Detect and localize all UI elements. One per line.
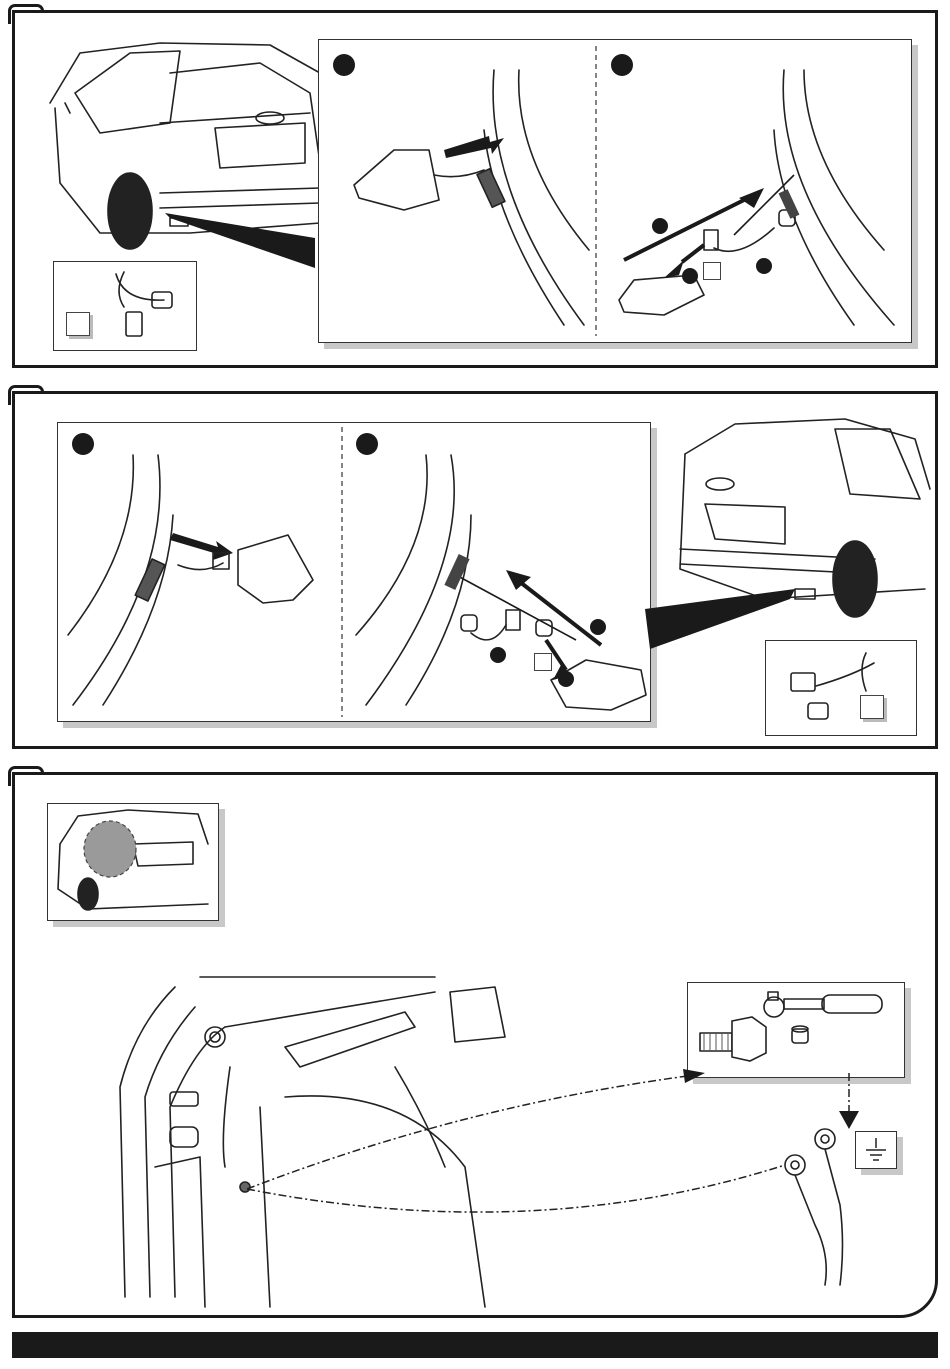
marker-1 bbox=[590, 619, 606, 635]
divider-line bbox=[341, 427, 343, 717]
tail-light-removal-b bbox=[604, 50, 894, 330]
label-box bbox=[860, 695, 884, 719]
tail-light-removal-a bbox=[334, 50, 594, 330]
marker-1 bbox=[652, 218, 668, 234]
label-box bbox=[534, 653, 552, 671]
connector-inset bbox=[53, 261, 197, 351]
step-2-panel bbox=[12, 391, 938, 749]
step-1-detail-panel bbox=[318, 39, 912, 343]
label-box bbox=[66, 312, 90, 336]
marker-2 bbox=[490, 647, 506, 663]
divider-line bbox=[595, 46, 597, 336]
marker-3 bbox=[756, 258, 772, 274]
marker-2 bbox=[682, 268, 698, 284]
tail-light-removal-c bbox=[63, 435, 333, 715]
connector-inset bbox=[765, 640, 917, 736]
step-3-panel bbox=[12, 772, 938, 1318]
footer-bar bbox=[12, 1332, 938, 1358]
label-box bbox=[703, 262, 721, 280]
step-2-detail-panel bbox=[57, 422, 651, 722]
connector-icon bbox=[766, 641, 916, 735]
tail-light-removal-d bbox=[346, 435, 646, 715]
marker-3 bbox=[558, 671, 574, 687]
assembly-path-lines bbox=[15, 775, 941, 1321]
step-1-panel bbox=[12, 10, 938, 368]
